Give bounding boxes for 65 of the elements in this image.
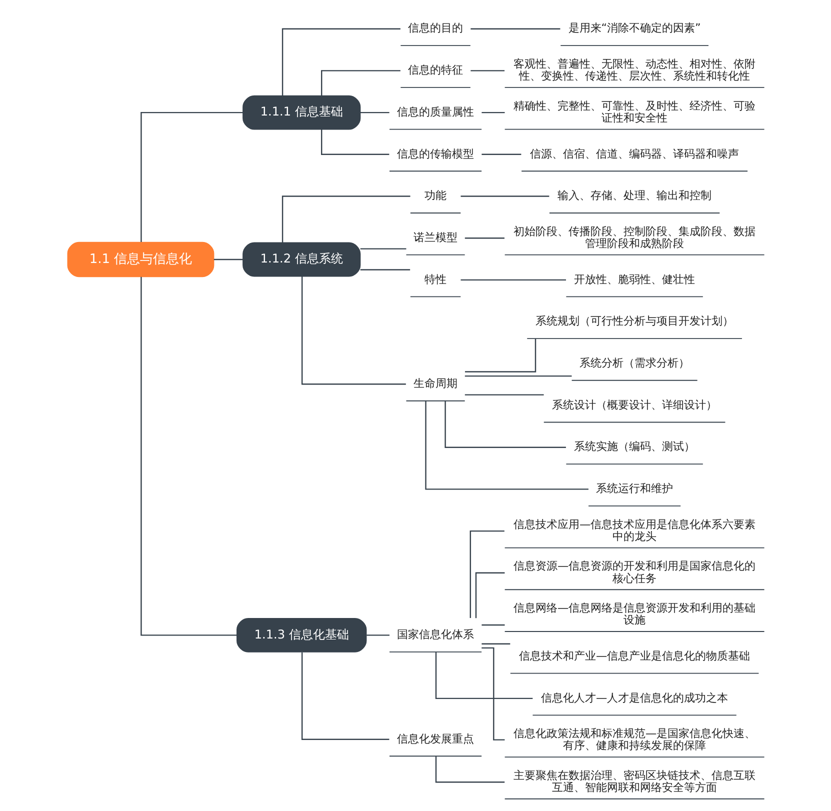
node-text: 生命周期 [413, 376, 458, 390]
node-text: 信息网络—信息网络是信息资源开发和利用的基础设施 [512, 602, 756, 627]
node-text: 客观性、普遍性、无限性、动态性、相对性、依附性、变换性、传递性、层次性、系统性和转化性 [513, 58, 756, 83]
connector [460, 196, 549, 197]
node-text: 系统规划（可行性分析与项目开发计划） [535, 314, 734, 328]
node-text: 信息化政策法规和标准规范—是国家信息化快速、有序、健康和持续发展的保障 [512, 727, 756, 752]
connector [140, 112, 242, 242]
node-text: 系统实施（编码、测试） [574, 440, 695, 454]
connector [481, 154, 521, 155]
connector [474, 572, 504, 618]
connector [460, 279, 566, 281]
node-text: 精确性、完整性、可靠性、及时性、经济性、可验证性和安全性 [513, 99, 756, 124]
node-text: 功能 [424, 189, 446, 202]
connector [360, 269, 410, 270]
connector [281, 196, 410, 243]
node-box: 1.1 信息与信息化 [66, 242, 214, 278]
node-box: 1.1.1 信息基础 [242, 95, 360, 130]
node-text: 系统设计（概要设计、详细设计） [552, 398, 717, 412]
node-text: 信息的目的 [408, 22, 463, 35]
connector [320, 129, 389, 155]
node-text: 开放性、脆弱性、健壮性 [574, 272, 695, 286]
node-text: 特性 [424, 272, 446, 286]
node-text: 信息资源—信息资源的开发和利用是国家信息化的核心任务 [512, 560, 756, 585]
node-text: 系统运行和维护 [596, 482, 673, 496]
node-text: 诺兰模型 [413, 230, 458, 244]
node-box: 1.1.3 信息化基础 [236, 618, 366, 652]
connector [481, 643, 510, 644]
connector [281, 28, 400, 96]
node-text: 信息的质量属性 [396, 105, 474, 118]
node-text: 是用来“消除不确定的因素” [568, 22, 700, 35]
node-text: 信息化发展重点 [396, 732, 474, 746]
node-text: 信息技术和产业—信息产业是信息化的物质基础 [518, 649, 750, 662]
node-text: 信源、信宿、信道、编码器、译码器和噪声 [530, 147, 739, 160]
connector [424, 401, 588, 490]
connector [481, 624, 504, 626]
node-box: 1.1.2 信息系统 [242, 242, 360, 277]
connector [469, 530, 504, 618]
node-text: 主要聚焦在数据治理、密码区块链技术、信息互联互通、智能网联和网络安全等方面 [513, 768, 756, 794]
node-text: 系统分析（需求分析） [579, 356, 690, 370]
connector [300, 652, 389, 740]
connector [444, 401, 566, 448]
node-text: 信息的传输模型 [396, 147, 474, 160]
node-text: 初始阶段、传播阶段、控制阶段、集成阶段、数据管理阶段和成熟阶段 [513, 224, 756, 250]
connector [470, 70, 504, 72]
connector [481, 647, 504, 740]
connector [464, 394, 544, 396]
connector [360, 248, 406, 250]
connector [300, 276, 406, 385]
connector [360, 112, 389, 114]
connector [434, 756, 504, 783]
connector [481, 112, 504, 114]
node-text: 信息技术应用—信息技术应用是信息化体系六要素中的龙头 [512, 518, 756, 543]
connector [140, 276, 236, 636]
connector [464, 238, 504, 239]
connector [434, 652, 532, 700]
connector [464, 338, 536, 372]
connector [213, 258, 242, 260]
connector [464, 375, 572, 377]
node-text: 输入、存储、处理、输出和控制 [557, 189, 712, 202]
node-text: 国家信息化体系 [396, 628, 474, 642]
node-text: 信息的特征 [408, 64, 463, 77]
connector [320, 70, 400, 96]
node-text: 信息化人才—人才是信息化的成功之本 [540, 691, 728, 704]
connector [366, 634, 389, 636]
connector [470, 28, 560, 30]
